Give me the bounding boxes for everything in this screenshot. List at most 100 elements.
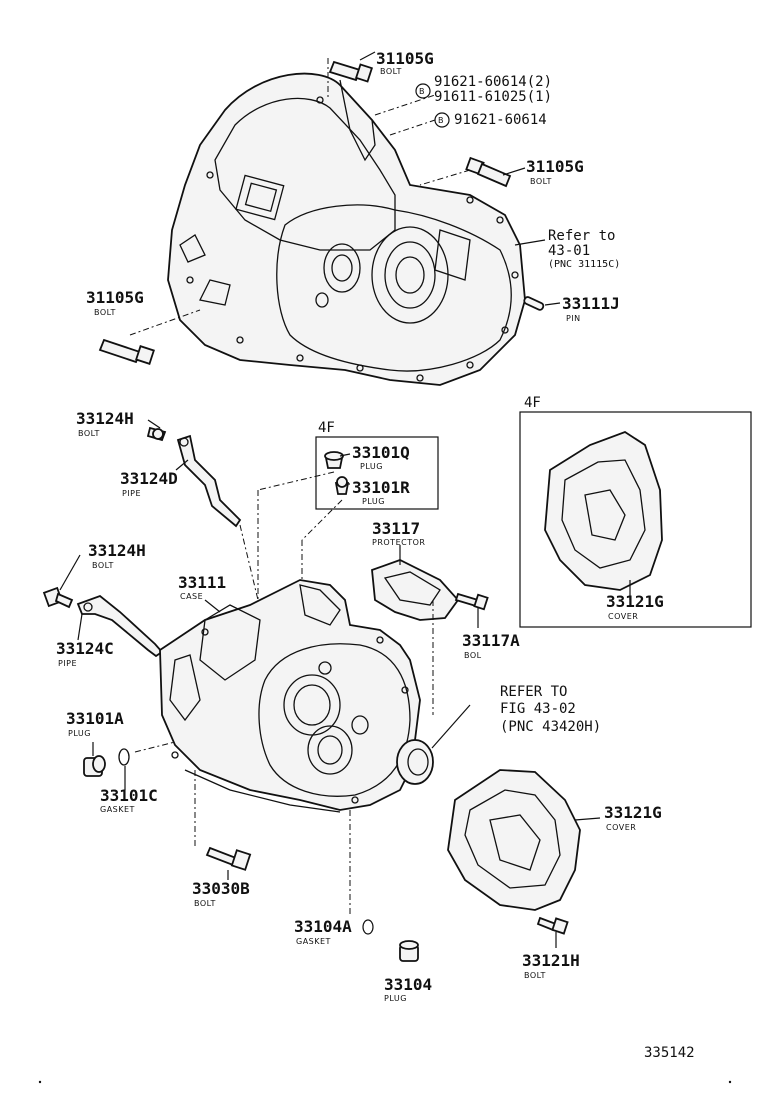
part-name: BOLT	[380, 67, 402, 76]
label-bolt-right: 31105G BOLT	[526, 157, 584, 186]
part-number: 33101Q	[352, 443, 410, 462]
label-bolt-top: 31105G BOLT	[376, 49, 434, 76]
part-name: GASKET	[296, 937, 331, 946]
part-name: PLUG	[362, 497, 385, 506]
label-plug-a: 33101A PLUG	[66, 709, 124, 738]
label-gasket-c: 33101C GASKET	[100, 786, 158, 814]
part-name: PIPE	[58, 659, 77, 668]
washer-b-icons	[374, 94, 436, 136]
leader-lines	[59, 51, 631, 948]
bolt-33030b-icon	[194, 770, 252, 871]
label-bolt-33117a: 33117A BOL	[462, 631, 520, 660]
bolt-33124h-top-icon	[146, 426, 167, 442]
bolt-31105g-right-icon	[419, 156, 512, 188]
part-number: 33121G	[604, 803, 662, 822]
refer-line3: (PNC 43420H)	[500, 719, 601, 735]
bolt-31105g-top-icon	[327, 58, 374, 100]
label-bolt-33124h-mid: 33124H BOLT	[88, 541, 146, 570]
part-number: 33117A	[462, 631, 520, 650]
part-name: COVER	[608, 612, 638, 621]
part-number: 33101R	[352, 478, 410, 497]
part-number: 33124H	[76, 409, 134, 428]
label-pin: 33111J PIN	[562, 294, 620, 323]
part-number: 31105G	[376, 49, 434, 68]
plug-33104-icon	[399, 940, 419, 962]
label-plug-33104: 33104 PLUG	[384, 975, 432, 1003]
part-number: 33121G	[606, 592, 664, 611]
part-number: 31105G	[86, 288, 144, 307]
box-4f-cover	[519, 411, 752, 628]
label-bolt-33124h-top: 33124H BOLT	[76, 409, 134, 438]
transmission-case-drawing	[159, 579, 421, 813]
pipe-33124c-icon	[76, 594, 164, 658]
label-pipe-c: 33124C PIPE	[56, 639, 114, 668]
label-gasket-33104a: 33104A GASKET	[294, 917, 374, 946]
refer-line1: REFER TO	[500, 684, 567, 700]
transaxle-housing-drawing	[167, 72, 526, 386]
label-bolt-left: 31105G BOLT	[86, 288, 144, 317]
bolt-33124h-mid-icon	[42, 586, 74, 609]
box-4f-cover-label: 4F	[524, 395, 541, 411]
plug-33101a-icon	[83, 755, 106, 777]
part-number: 33124D	[120, 469, 178, 488]
label-bolt-33121h: 33121H BOLT	[522, 951, 580, 980]
part-name: BOLT	[78, 429, 100, 438]
protector-33117-icon	[371, 559, 460, 715]
part-name: PLUG	[360, 462, 383, 471]
gasket-33101c-icon	[118, 741, 176, 766]
cover-33121g-bottom-icon	[447, 769, 601, 911]
part-number: 33121H	[522, 951, 580, 970]
part-number: 33124C	[56, 639, 114, 658]
part-name: COVER	[606, 823, 636, 832]
part-name: BOLT	[94, 308, 116, 317]
label-washer-b2: B 91621-60614	[434, 112, 547, 128]
corner-marks	[38, 1080, 732, 1084]
label-washer-b1: B 91621-60614(2) 91611-61025(1)	[415, 74, 552, 105]
part-number: 33111J	[562, 294, 620, 313]
part-name: BOLT	[92, 561, 114, 570]
part-name: PROTECTOR	[372, 538, 425, 547]
label-plug-r: 33101R PLUG	[352, 478, 410, 506]
part-number: 31105G	[526, 157, 584, 176]
part-name: PLUG	[68, 729, 91, 738]
pipe-33124d-icon	[176, 434, 259, 601]
pin-33111j-icon	[523, 296, 545, 311]
refer-line2: FIG 43-02	[500, 701, 576, 717]
part-name: CASE	[180, 592, 203, 601]
part-number: 33101A	[66, 709, 124, 728]
label-pipe-d: 33124D PIPE	[120, 469, 178, 498]
part-name: PIPE	[122, 489, 141, 498]
oil-seal-icon	[396, 704, 471, 785]
refer-line1: Refer to	[548, 228, 615, 244]
part-name: GASKET	[100, 805, 135, 814]
label-refer-top: Refer to 43-01 (PNC 31115C)	[548, 228, 620, 270]
part-number-line2: 91611-61025(1)	[434, 89, 552, 105]
refer-line3: (PNC 31115C)	[548, 259, 620, 270]
washer-marker: B	[419, 87, 425, 96]
part-name: PIN	[566, 314, 581, 323]
part-name: BOLT	[524, 971, 546, 980]
part-number: 33111	[178, 573, 226, 592]
label-cover-bottom: 33121G COVER	[604, 803, 662, 832]
part-number: 33104	[384, 975, 432, 994]
label-plug-q: 33101Q PLUG	[352, 443, 410, 471]
refer-line2: 43-01	[548, 243, 590, 259]
part-name: BOL	[464, 651, 482, 660]
label-protector: 33117 PROTECTOR	[372, 519, 425, 547]
part-number: 33117	[372, 519, 420, 538]
part-number: 91621-60614	[454, 112, 547, 128]
part-name: BOLT	[194, 899, 216, 908]
part-number: 33101C	[100, 786, 158, 805]
bolt-33117a-icon	[454, 592, 489, 611]
figure-number: 335142	[644, 1045, 695, 1061]
washer-marker: B	[438, 116, 444, 125]
label-refer-mid: REFER TO FIG 43-02 (PNC 43420H)	[500, 684, 601, 735]
part-number: 33104A	[294, 917, 352, 936]
part-number: 33030B	[192, 879, 250, 898]
part-name: BOLT	[530, 177, 552, 186]
box-4f-label: 4F	[318, 420, 335, 436]
part-number: 33124H	[88, 541, 146, 560]
label-bolt-33030b: 33030B BOLT	[192, 879, 250, 908]
part-number-line1: 91621-60614(2)	[434, 74, 552, 90]
